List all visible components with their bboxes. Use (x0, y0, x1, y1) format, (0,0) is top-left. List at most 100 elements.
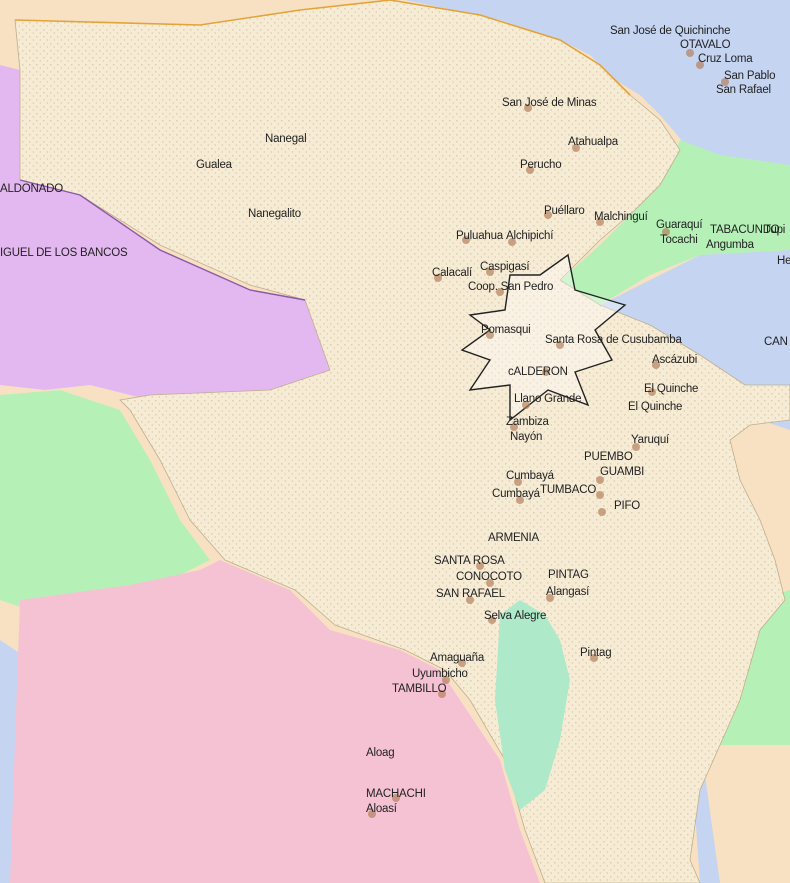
place-label: Coop. San Pedro (468, 281, 553, 293)
place-label: El Quinche (644, 383, 698, 395)
place-label: MACHACHI (366, 788, 426, 800)
province-border-northwest (14, 0, 391, 26)
place-label: PINTAG (548, 569, 589, 581)
place-label: San José de Minas (502, 97, 597, 109)
place-label: He (777, 255, 790, 267)
settlement-dot (526, 166, 534, 174)
settlement-dot (544, 211, 552, 219)
settlement-dot (434, 274, 442, 282)
settlement-dot (516, 496, 524, 504)
neighbor-region-south[interactable] (10, 560, 540, 883)
starburst-marker[interactable] (460, 253, 627, 422)
place-label: SAN RAFAEL (436, 588, 506, 600)
neighbor-region-southeast-peach[interactable] (700, 740, 790, 883)
settlement-dot (596, 218, 604, 226)
place-label: Ascázubi (652, 354, 697, 366)
place-label: GUAMBI (600, 466, 644, 478)
settlement-dot (522, 401, 530, 409)
place-label: Aloasí (366, 803, 398, 815)
province-border-west (19, 179, 306, 301)
place-label: Puéllaro (544, 205, 585, 217)
settlement-dot (632, 443, 640, 451)
settlement-dot (596, 491, 604, 499)
settlement-dot (442, 676, 450, 684)
place-label: Atahualpa (568, 136, 619, 148)
settlement-dot (598, 508, 606, 516)
place-label: Pomasqui (481, 324, 531, 336)
place-label: Caspigasí (480, 261, 530, 273)
place-label: SANTA ROSA (434, 555, 505, 567)
place-label: El Quinche (628, 401, 682, 413)
settlement-dot (686, 49, 694, 57)
place-label: Perucho (520, 159, 561, 171)
place-label: Tocachi (660, 234, 698, 246)
settlement-dot (496, 288, 504, 296)
place-label: IGUEL DE LOS BANCOS (0, 247, 128, 259)
neighbor-region-west[interactable] (0, 65, 335, 400)
place-label: Puluahua (456, 230, 504, 242)
neighbor-region-green-west[interactable] (0, 390, 210, 610)
place-label: PIFO (614, 500, 640, 512)
neighbor-region-green-north[interactable] (555, 140, 790, 305)
place-label: San José de Quichinche (610, 25, 730, 37)
settlement-dot (462, 236, 470, 244)
place-label: Uyumbicho (412, 668, 468, 680)
place-label: cALDERON (508, 366, 568, 378)
settlement-dot (590, 654, 598, 662)
place-label: ARMENIA (488, 532, 540, 544)
settlement-dot (572, 144, 580, 152)
place-label: San Pablo (724, 70, 775, 82)
place-label: Gualea (196, 159, 233, 171)
settlement-dot (652, 361, 660, 369)
place-label: Cumbayá (492, 488, 541, 500)
place-label: TAMBILLO (392, 683, 447, 695)
place-label: Yaruquí (631, 434, 670, 446)
place-label: CAN (764, 336, 788, 348)
settlement-dot (368, 810, 376, 818)
province-border-north (389, 0, 631, 96)
place-label: Tupi (764, 224, 785, 236)
settlement-dot (662, 228, 670, 236)
place-label: Santa Rosa de Cusubamba (545, 334, 682, 346)
settlement-dot (476, 562, 484, 570)
settlement-dot (524, 104, 532, 112)
settlement-dot (556, 341, 564, 349)
settlement-dot (514, 478, 522, 486)
settlement-dots (368, 49, 729, 818)
settlement-dot (721, 78, 729, 86)
settlement-dot (648, 388, 656, 396)
settlement-dot (696, 61, 704, 69)
place-label: Cruz Loma (698, 53, 753, 65)
valley-region-mint[interactable] (495, 600, 570, 810)
settlement-dot (510, 423, 518, 431)
place-label: Calacalí (432, 267, 473, 279)
place-label: TABACUNDO (710, 224, 780, 236)
settlement-dot (486, 579, 494, 587)
settlement-dot (438, 690, 446, 698)
place-label: Cumbayá (506, 470, 555, 482)
place-label: Llano Grande (514, 393, 581, 405)
place-label: CONOCOTO (456, 571, 522, 583)
place-label: Pintag (580, 647, 611, 659)
settlement-dot (458, 659, 466, 667)
place-label: Amaguaña (430, 652, 485, 664)
place-label: Alangasí (546, 586, 590, 598)
place-label: Nanegalito (248, 208, 301, 220)
place-label: Selva Alegre (484, 610, 546, 622)
place-label: Guaraquí (656, 219, 703, 231)
settlement-dot (486, 331, 494, 339)
settlement-dot (392, 794, 400, 802)
neighbor-region-northeast[interactable] (405, 0, 790, 170)
place-label: ALDONADO (0, 183, 63, 195)
settlement-dot (466, 596, 474, 604)
settlement-dot (546, 594, 554, 602)
settlement-dot (596, 476, 604, 484)
settlement-dot (542, 368, 550, 376)
place-label: San Rafael (716, 84, 771, 96)
place-label: Nanegal (265, 133, 306, 145)
place-label: Zambiza (506, 416, 550, 428)
settlement-dot (508, 238, 516, 246)
place-label: Malchinguí (594, 211, 649, 223)
